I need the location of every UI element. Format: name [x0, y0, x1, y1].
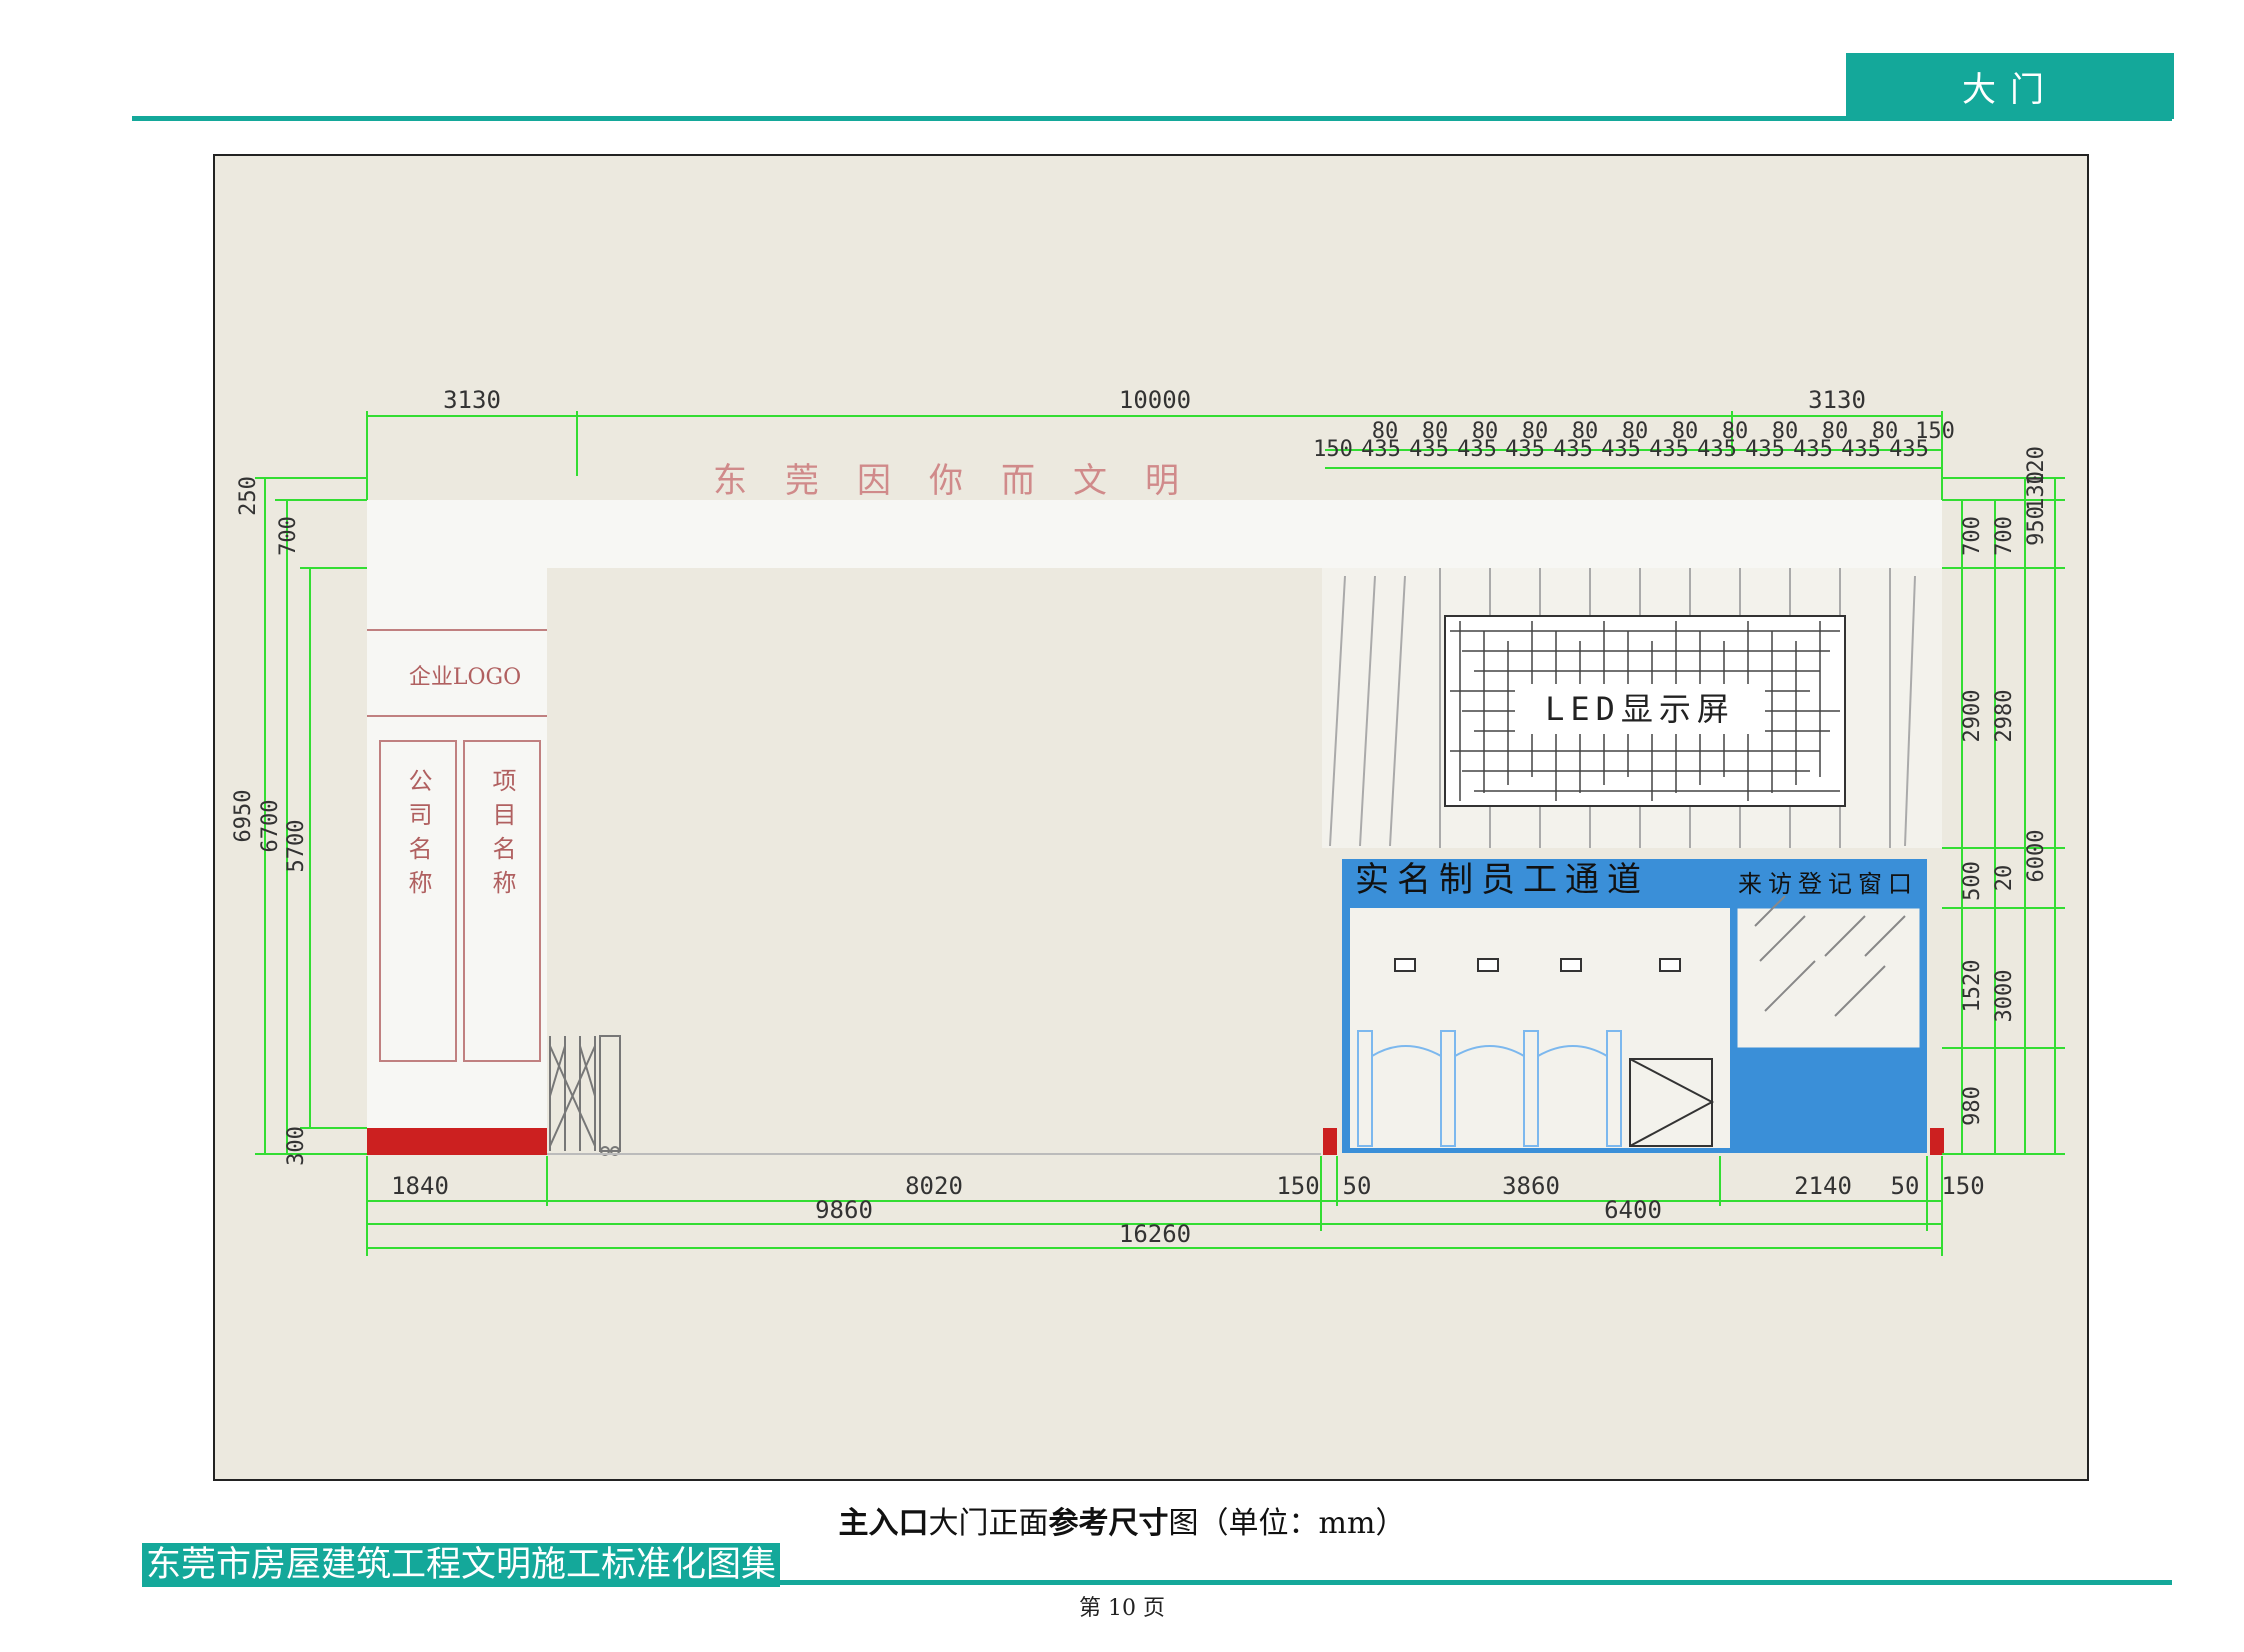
dim-fin435-0: 150 — [1313, 437, 1353, 462]
dim-right-a-1: 2900 — [1960, 690, 1985, 743]
top-beam — [367, 500, 1942, 568]
dim-right-a-2: 500 — [1960, 861, 1985, 901]
caption-bold-2: 参考尺寸 — [1048, 1506, 1169, 1541]
logo-label: 企业LOGO — [409, 665, 521, 690]
dim-fin80-5: 80 — [1622, 419, 1649, 444]
dim-top-0: 3130 — [443, 386, 501, 414]
dim-fin80-11: 150 — [1915, 419, 1955, 444]
led-label: LED显示屏 — [1545, 690, 1735, 728]
dim-fin80-7: 80 — [1722, 419, 1749, 444]
dim-right-c-0: 120 — [2024, 446, 2049, 486]
caption-text-1: 大门正面 — [928, 1506, 1049, 1541]
dim-right-c-3: 6000 — [2024, 830, 2049, 883]
company-name-text: 公司名称 — [404, 768, 432, 904]
dim-right-b-1: 2980 — [1992, 690, 2017, 743]
dim-right-c-1: 950 — [2024, 506, 2049, 546]
dim-bottom-3-0: 16260 — [1119, 1220, 1191, 1248]
dim-left-5: 300 — [284, 1126, 309, 1166]
dim-bottom-2-0: 9860 — [815, 1196, 873, 1224]
dim-bottom-1-6: 50 — [1891, 1172, 1920, 1200]
slogan: 东莞因你而文明 — [713, 461, 1217, 501]
dim-fin435-1: 435 — [1361, 437, 1401, 462]
dim-fin80-10: 80 — [1872, 419, 1899, 444]
right-base-red — [1930, 1128, 1944, 1155]
elevation-drawing: 企业LOGO 公司名称 项目名称 LED显示屏 实名制员工通道 来访登记窗口 — [231, 386, 2065, 1256]
dim-fin80-0: 80 — [1372, 419, 1399, 444]
dim-right-b-3: 3000 — [1992, 970, 2017, 1023]
dim-fin435-5: 435 — [1553, 437, 1593, 462]
dim-bottom-2-1: 6400 — [1604, 1196, 1662, 1224]
dim-fin435-6: 435 — [1601, 437, 1641, 462]
dim-fin435-7: 435 — [1649, 437, 1689, 462]
footer-rule — [142, 1580, 2172, 1585]
passage-opening — [1350, 908, 1730, 1148]
dim-right-a-0: 700 — [1960, 516, 1985, 556]
dim-top-1: 10000 — [1119, 386, 1191, 414]
dim-fin80-3: 80 — [1522, 419, 1549, 444]
dim-left-2: 6950 — [231, 790, 256, 843]
dim-fin435-2: 435 — [1409, 437, 1449, 462]
page-number: 第 10 页 — [1079, 1596, 1165, 1621]
center-base-red — [1323, 1128, 1337, 1155]
project-name-plate — [463, 740, 541, 1062]
dim-bottom-1-4: 3860 — [1502, 1172, 1560, 1200]
turnstiles — [1357, 1030, 1622, 1147]
dim-right-a-3: 1520 — [1960, 960, 1985, 1013]
left-base-red — [367, 1128, 547, 1155]
drawing-caption: 主入口大门正面参考尺寸图（单位：mm） — [0, 1498, 2244, 1542]
dim-bottom-1-2: 150 — [1276, 1172, 1319, 1200]
dim-top-2: 3130 — [1808, 386, 1866, 414]
dim-fin80-9: 80 — [1822, 419, 1849, 444]
company-name-plate — [379, 740, 457, 1062]
dim-fin80-6: 80 — [1672, 419, 1699, 444]
dim-fin435-4: 435 — [1505, 437, 1545, 462]
dim-fin435-3: 435 — [1457, 437, 1497, 462]
dim-fin435-8: 435 — [1697, 437, 1737, 462]
dim-fin80-1: 80 — [1422, 419, 1449, 444]
dim-right-b-2: 20 — [1992, 865, 2017, 892]
dim-right-c-2: 130 — [2024, 471, 2049, 511]
dim-bottom-1-3: 50 — [1343, 1172, 1372, 1200]
dim-fin435-11: 435 — [1841, 437, 1881, 462]
section-tab: 大门 — [1846, 53, 2174, 119]
dim-fin80-4: 80 — [1572, 419, 1599, 444]
dim-left-1: 700 — [276, 516, 301, 556]
caption-text-2: 图（单位：mm） — [1168, 1506, 1406, 1541]
dim-bottom-1-7: 150 — [1941, 1172, 1984, 1200]
atlas-title: 东莞市房屋建筑工程文明施工标准化图集 — [142, 1543, 781, 1587]
header-rule — [132, 116, 2172, 121]
passage-label: 实名制员工通道 — [1355, 860, 1649, 900]
overhead-lights — [1394, 958, 1681, 972]
dim-fin80-2: 80 — [1472, 419, 1499, 444]
dim-bottom-1-1: 8020 — [905, 1172, 963, 1200]
dim-left-0: 250 — [236, 476, 261, 516]
dim-fin435-9: 435 — [1745, 437, 1785, 462]
dim-bottom-1-0: 1840 — [391, 1172, 449, 1200]
dim-right-b-0: 700 — [1992, 516, 2017, 556]
folding-gate — [549, 1035, 621, 1156]
dim-fin80-8: 80 — [1772, 419, 1799, 444]
window-glass — [1754, 895, 1906, 1017]
dim-left-4: 5700 — [284, 820, 309, 873]
drawing-frame: 企业LOGO 公司名称 项目名称 LED显示屏 实名制员工通道 来访登记窗口 — [213, 154, 2089, 1481]
dim-fin435-10: 435 — [1793, 437, 1833, 462]
dim-fin435-12: 435 — [1889, 437, 1929, 462]
dim-left-3: 6700 — [258, 800, 283, 853]
project-name-text: 项目名称 — [488, 768, 516, 904]
caption-bold-1: 主入口 — [838, 1506, 929, 1541]
visitor-label: 来访登记窗口 — [1738, 870, 1918, 898]
dim-right-a-4: 980 — [1960, 1086, 1985, 1126]
dim-bottom-1-5: 2140 — [1794, 1172, 1852, 1200]
